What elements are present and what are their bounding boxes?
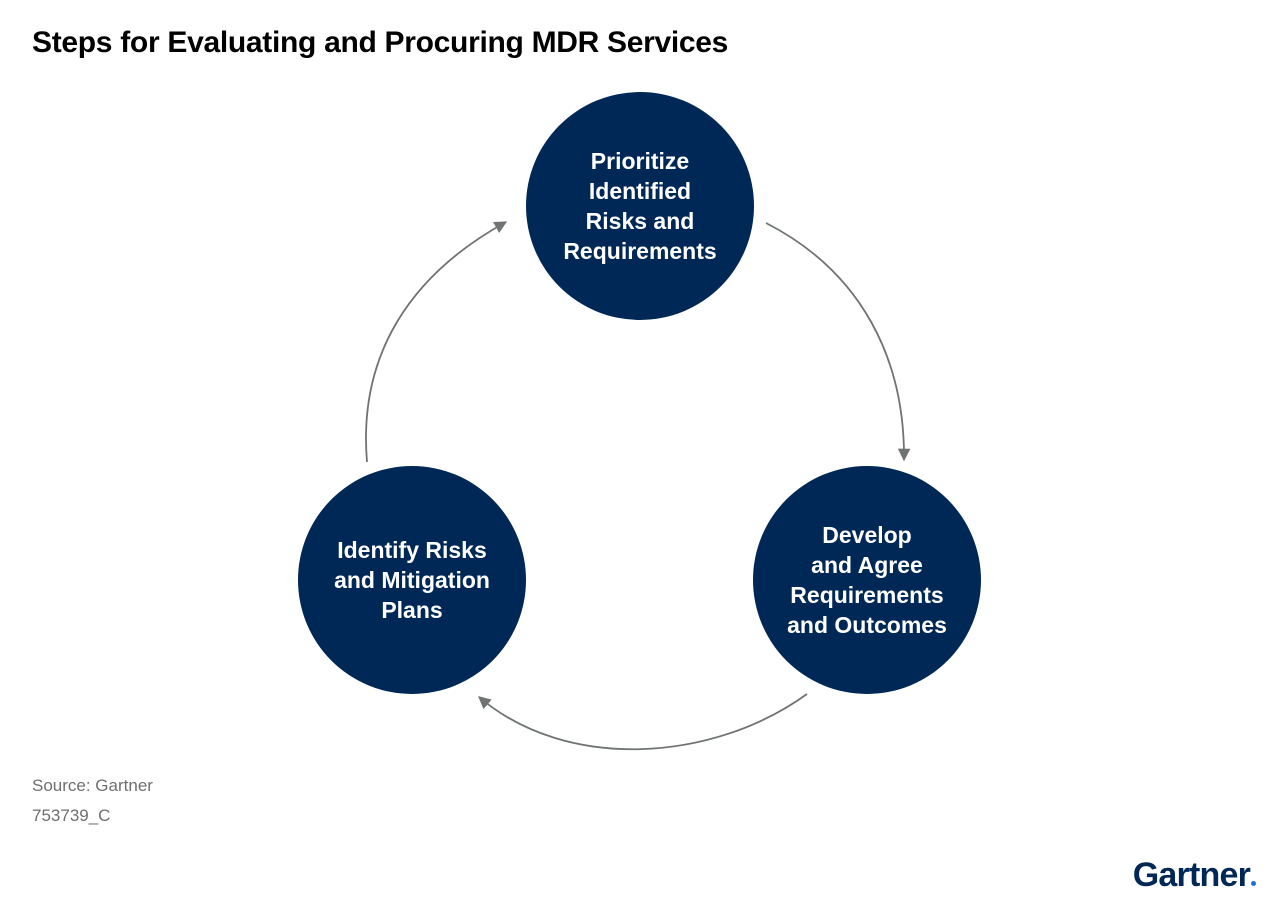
gartner-logo: Gartner — [1133, 856, 1256, 895]
step-develop-requirements: Develop and Agree Requirements and Outco… — [753, 466, 981, 694]
diagram-title: Steps for Evaluating and Procuring MDR S… — [32, 26, 729, 59]
arrow-step1-to-step2 — [765, 222, 911, 462]
step-label: Identify Risks and Mitigation Plans — [334, 537, 490, 623]
arrow-step3-to-step1 — [365, 221, 508, 463]
step-prioritize-risks: Prioritize Identified Risks and Requirem… — [526, 92, 754, 320]
step-label: Develop and Agree Requirements and Outco… — [787, 522, 947, 638]
step-identify-risks: Identify Risks and Mitigation Plans — [298, 466, 526, 694]
arrow-step2-to-step3 — [478, 693, 808, 751]
logo-text: Gartner — [1132, 856, 1251, 894]
logo-dot-icon — [1251, 881, 1256, 886]
document-id: 753739_C — [32, 806, 111, 825]
source-note: Source: Gartner — [32, 776, 153, 795]
step-label: Prioritize Identified Risks and Requirem… — [563, 148, 717, 264]
